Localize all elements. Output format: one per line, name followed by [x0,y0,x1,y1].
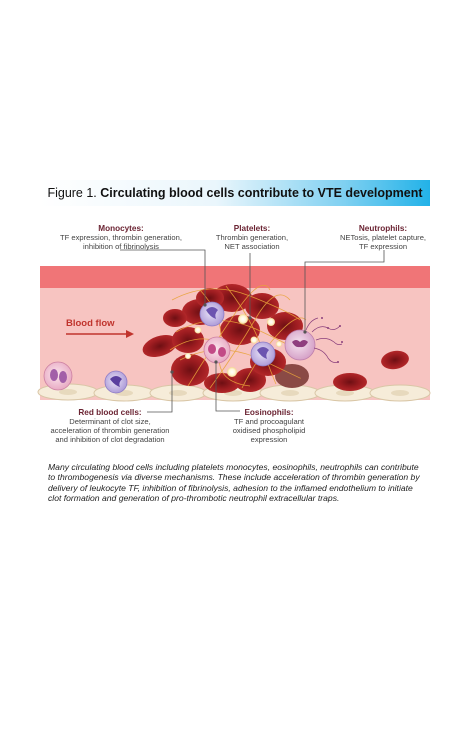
label-rbc-line-2: acceleration of thrombin generation [50,426,170,435]
label-monocytes-heading: Monocytes: [98,224,144,233]
monocyte-small [104,370,128,394]
monocyte-in-clot-right [250,341,276,367]
label-monocytes-line-2: inhibition of fibrinolysis [83,242,159,251]
leader-lines [120,249,385,413]
label-neutrophils-line-1: NETosis, platelet capture, [339,233,427,242]
label-platelets: Platelets: Thrombin generation, NET asso… [206,224,298,251]
label-monocytes: Monocytes: TF expression, thrombin gener… [40,224,202,251]
label-platelets-line-1: Thrombin generation, [215,233,289,242]
blood-flow-arrowhead [126,330,134,338]
figure-title: Figure 1. Circulating blood cells contri… [40,186,430,200]
label-neutrophils-line-2: TF expression [358,242,408,251]
blood-flow-label: Blood flow [66,318,115,329]
label-monocytes-line-1: TF expression, thrombin generation, [60,233,182,242]
figure-number: Figure 1. [47,186,97,200]
label-neutrophils-heading: Neutrophils: [358,224,408,233]
label-rbc-line-1: Determinant of clot size, [69,417,151,426]
label-eosinophils-heading: Eosinophils: [244,408,294,417]
vessel-wall-top [40,266,430,288]
label-eosinophils-line-2: oxidised phospholipid [232,426,306,435]
figure-caption: Many circulating blood cells including p… [48,462,420,504]
label-rbc-heading: Red blood cells: [78,408,142,417]
monocyte-in-clot [199,301,225,327]
fibrin-mesh [169,284,307,389]
label-platelets-heading: Platelets: [233,224,271,233]
neutrophil [284,317,343,363]
label-eosinophils: Eosinophils: TF and procoagulant oxidise… [220,408,318,444]
eosinophil-left [43,361,73,391]
figure-title-text: Circulating blood cells contribute to VT… [100,186,423,200]
eosinophil [203,336,231,364]
label-platelets-line-2: NET association [224,242,280,251]
label-rbc-line-3: and inhibition of clot degradation [55,435,165,444]
label-neutrophils: Neutrophils: NETosis, platelet capture, … [328,224,438,251]
label-red-blood-cells: Red blood cells: Determinant of clot siz… [40,408,180,444]
platelets [185,314,282,377]
label-eosinophils-line-3: expression [250,435,288,444]
label-eosinophils-line-1: TF and procoagulant [233,417,305,426]
figure-title-bar: Figure 1. Circulating blood cells contri… [40,180,430,206]
